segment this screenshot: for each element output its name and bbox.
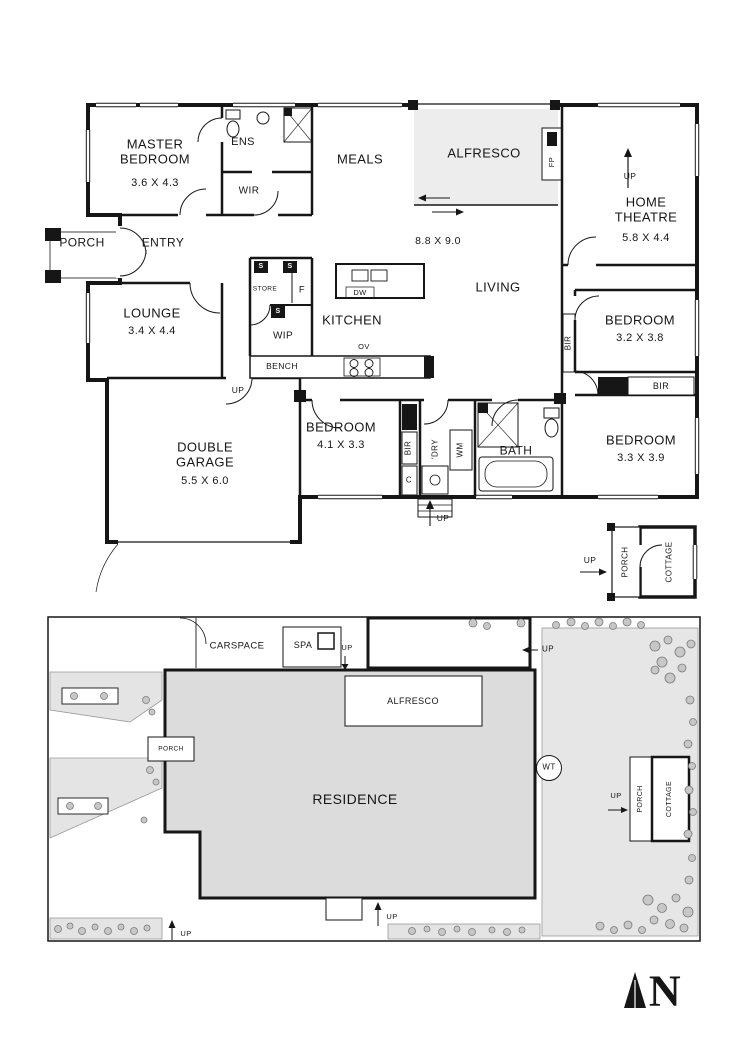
room-label-wir: WIR <box>238 185 260 197</box>
site-label-water-tank: WT <box>542 762 556 772</box>
site-label-up-cottage: UP <box>610 790 622 800</box>
room-label-master-bedroom: MASTER BEDROOM <box>120 136 190 166</box>
room-label-lounge: LOUNGE <box>123 305 181 321</box>
label-dishwasher: DW <box>353 287 367 297</box>
site-label-alfresco: ALFRESCO <box>387 695 439 706</box>
label-bir-2: BIR <box>652 380 670 391</box>
room-dims-bedroom2: 3.2 X 3.8 <box>616 331 664 344</box>
room-label-bedroom3: BEDROOM <box>306 419 376 435</box>
cottage-plan-geometry <box>580 523 698 601</box>
room-label-ensuite: ENS <box>231 135 255 148</box>
site-label-up-spa: UP <box>341 642 353 652</box>
room-label-entry: ENTRY <box>141 235 185 250</box>
site-label-carspace: CARSPACE <box>209 640 265 652</box>
label-cupboard: C <box>405 475 413 485</box>
site-label-up-garage: UP <box>542 644 554 654</box>
room-label-meals: MEALS <box>336 151 384 167</box>
label-bench: BENCH <box>266 361 298 372</box>
room-label-living: LIVING <box>475 279 521 295</box>
label-bir-1: BIR <box>563 335 573 351</box>
room-label-alfresco: ALFRESCO <box>447 145 521 161</box>
label-fireplace: FP <box>546 156 556 168</box>
site-label-cottage-porch: PORCH <box>637 785 645 813</box>
label-oven: OV <box>358 341 370 351</box>
room-dims-home-theatre: 5.8 X 4.4 <box>622 231 670 244</box>
label-shelf-3: S <box>275 308 281 316</box>
room-label-garage: DOUBLE GARAGE <box>175 439 235 469</box>
label-washing-machine: WM <box>455 442 465 458</box>
room-label-cottage: COTTAGE <box>664 541 674 583</box>
room-dims-lounge: 3.4 X 4.4 <box>128 324 176 337</box>
upper-plan-geometry <box>45 100 700 593</box>
label-cottage-up: UP <box>583 555 597 566</box>
site-label-cottage: COTTAGE <box>666 780 674 818</box>
room-dims-bedroom4: 3.3 X 3.9 <box>617 451 665 464</box>
north-arrow <box>624 972 646 1008</box>
room-label-kitchen: KITCHEN <box>322 312 382 328</box>
site-label-up-front: UP <box>180 928 192 938</box>
room-dims-garage: 5.5 X 6.0 <box>181 474 229 487</box>
label-up-theatre: UP <box>623 171 637 182</box>
site-label-porch: PORCH <box>158 745 184 753</box>
label-fridge: F <box>298 284 306 296</box>
room-label-store: STORE <box>252 285 278 293</box>
label-bir-3: BIR <box>403 440 413 456</box>
room-dims-bedroom3: 4.1 X 3.3 <box>317 438 365 451</box>
north-label: N <box>648 966 682 1016</box>
label-shelf-2: S <box>287 263 293 271</box>
room-label-bedroom2: BEDROOM <box>605 312 675 328</box>
dims-living: 8.8 X 9.0 <box>415 235 461 248</box>
label-up-rear: UP <box>436 513 450 524</box>
room-label-wip: WIP <box>272 330 294 342</box>
label-up-lounge: UP <box>231 385 245 396</box>
room-label-cottage-porch: PORCH <box>620 546 630 578</box>
label-shelf-1: S <box>258 263 264 271</box>
room-label-bath: BATH <box>499 443 533 458</box>
site-plan-geometry <box>47 616 701 942</box>
site-label-up-rear: UP <box>386 911 398 921</box>
room-label-porch: PORCH <box>59 235 105 250</box>
trees <box>54 617 697 936</box>
room-dims-master-bedroom: 3.6 X 4.3 <box>131 176 179 189</box>
room-label-home-theatre: HOME THEATRE <box>614 194 678 224</box>
room-label-laundry: 'DRY <box>430 439 440 459</box>
site-label-spa: SPA <box>293 639 313 650</box>
site-label-residence: RESIDENCE <box>312 791 398 808</box>
room-label-bedroom4: BEDROOM <box>606 432 676 448</box>
